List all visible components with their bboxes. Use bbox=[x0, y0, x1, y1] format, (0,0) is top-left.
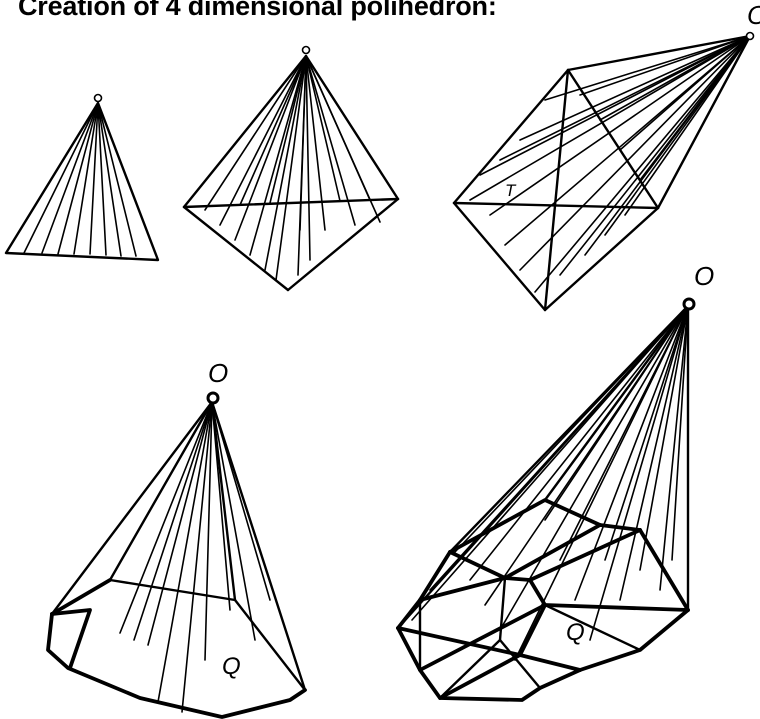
figure-tetrahedron bbox=[184, 47, 398, 291]
4d-polyhedron-solid-edges bbox=[398, 500, 688, 700]
triangle-outline bbox=[6, 103, 158, 260]
pentagonal-pyramid-apex-point bbox=[208, 393, 218, 403]
4d-polyhedron-apex-point bbox=[684, 299, 694, 309]
pentagonal-pyramid-edges bbox=[52, 402, 305, 690]
face-label-q-left: Q bbox=[222, 653, 241, 680]
apex-label-top-right: O bbox=[747, 0, 760, 30]
figure-triangle bbox=[6, 95, 158, 261]
octahedron-projection-lines bbox=[470, 36, 750, 292]
tetrahedron-apex-point bbox=[303, 47, 310, 54]
tetrahedron-projection-lines bbox=[205, 56, 380, 280]
apex-label-bottom-right: O bbox=[694, 261, 714, 291]
face-label-t: T bbox=[505, 181, 517, 200]
pentagonal-pyramid-projection-lines bbox=[120, 402, 270, 712]
apex-label-bottom-left: O bbox=[208, 358, 228, 388]
triangle-projection-lines bbox=[24, 103, 136, 256]
4d-polyhedron-outer-edges bbox=[398, 306, 688, 628]
triangle-apex-point bbox=[95, 95, 102, 102]
figure-4d-polyhedron: O Q bbox=[398, 261, 714, 700]
octahedron-apex-point bbox=[747, 33, 754, 40]
face-label-q-right: Q bbox=[566, 619, 585, 646]
figure-pentagonal-pyramid: O Q bbox=[48, 358, 305, 717]
